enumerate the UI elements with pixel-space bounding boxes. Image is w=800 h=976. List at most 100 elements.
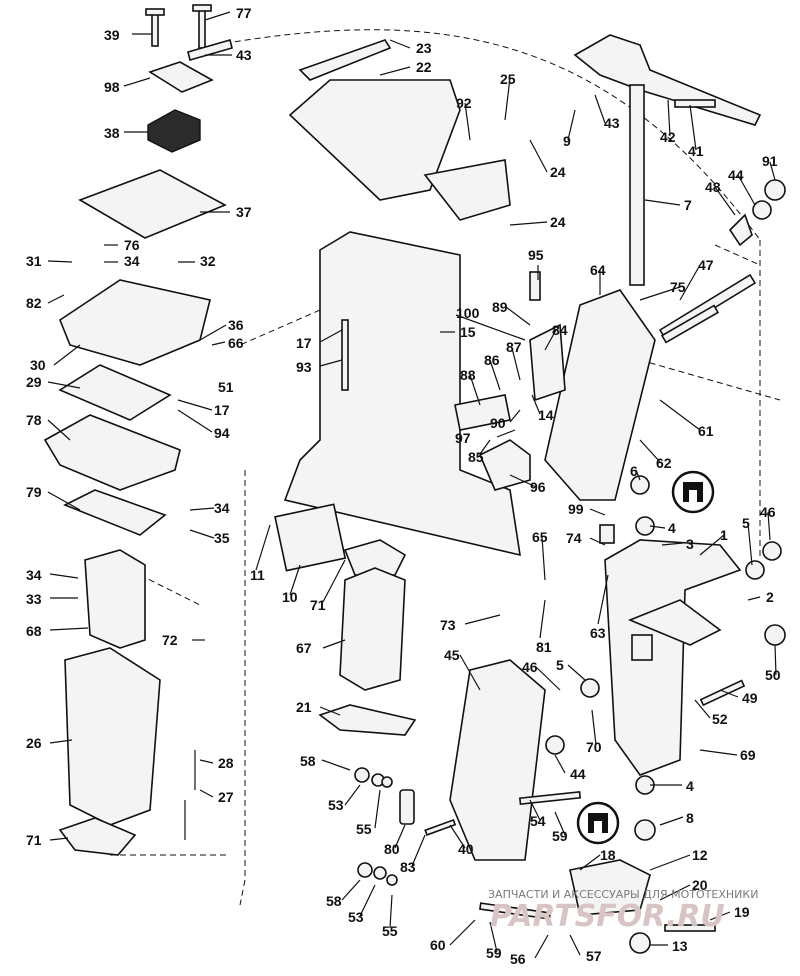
callout-19: 19 [734,904,750,920]
callout-20: 20 [692,877,708,893]
callout-28: 28 [218,755,234,771]
callout-38: 38 [104,125,120,141]
callout-91: 91 [762,153,778,169]
callout-45: 45 [444,647,460,663]
callout-32: 32 [200,253,216,269]
callout-98: 98 [104,79,120,95]
callout-17: 17 [214,402,230,418]
callout-10: 10 [282,589,298,605]
callout-18: 18 [600,847,616,863]
callout-23: 23 [416,40,432,56]
callout-75: 75 [670,279,686,295]
callout-59b: 59 [486,945,502,961]
callout-88: 88 [460,367,476,383]
callout-73: 73 [440,617,456,633]
callout-11: 11 [250,567,265,583]
callout-46: 46 [760,504,776,520]
callout-44: 44 [728,167,744,183]
callout-31: 31 [26,253,42,269]
callout-12: 12 [692,847,708,863]
callout-89: 89 [492,299,508,315]
callout-58: 58 [300,753,316,769]
callout-62: 62 [656,455,672,471]
callout-78: 78 [26,412,42,428]
callout-56: 56 [510,951,526,967]
callout-77: 77 [236,5,252,21]
callout-72: 72 [162,632,178,648]
callout-80: 80 [384,841,400,857]
callout-67: 67 [296,640,312,656]
callout-2: 2 [766,589,774,605]
callout-96: 96 [530,479,546,495]
callout-85: 85 [468,449,484,465]
callout-4b: 4 [686,778,694,794]
callout-27: 27 [218,789,234,805]
callout-15: 15 [460,324,476,340]
callout-76: 76 [124,237,140,253]
callout-5b: 5 [556,657,564,673]
callout-8: 8 [686,810,694,826]
callout-60: 60 [430,937,446,953]
callout-70: 70 [586,739,602,755]
watermark-caption: ЗАПЧАСТИ И АКСЕССУАРЫ ДЛЯ МОТОТЕХНИКИ [488,888,758,901]
callout-68: 68 [26,623,42,639]
callout-40: 40 [458,841,474,857]
callout-43b: 43 [604,115,620,131]
callout-29: 29 [26,374,42,390]
callout-54: 54 [530,813,546,829]
callout-43: 43 [236,47,252,63]
watermark-logo: PARTSFOR.RU [490,899,725,934]
callout-94: 94 [214,425,230,441]
callout-64: 64 [590,262,606,278]
callout-65: 65 [532,529,548,545]
callout-87: 87 [506,339,522,355]
callout-30: 30 [30,357,46,373]
callout-24b: 24 [550,214,566,230]
callout-59: 59 [552,828,568,844]
callout-47: 47 [698,257,714,273]
callout-63: 63 [590,625,606,641]
callout-6: 6 [630,463,638,479]
callout-25: 25 [500,71,516,87]
callout-22: 22 [416,59,432,75]
callout-53b: 53 [348,909,364,925]
callout-92: 92 [456,95,472,111]
callout-69: 69 [740,747,756,763]
watermark: ЗАПЧАСТИ И АКСЕССУАРЫ ДЛЯ МОТОТЕХНИКИ PA… [488,888,758,934]
callout-71: 71 [310,597,326,613]
callout-24: 24 [550,164,566,180]
callout-14: 14 [538,407,554,423]
callout-99: 99 [568,501,584,517]
callout-95: 95 [528,247,544,263]
callout-41: 41 [688,143,704,159]
callout-33: 33 [26,591,42,607]
callout-44b: 44 [570,766,586,782]
callout-49: 49 [742,690,758,706]
callout-86: 86 [484,352,500,368]
callout-90: 90 [490,415,506,431]
callout-labels: 39 77 43 98 38 37 31 76 34 32 8 2 30 36 6… [26,5,781,967]
callout-13: 13 [672,938,688,954]
callout-55: 55 [356,821,372,837]
callout-17b: 17 [296,335,312,351]
callout-1: 1 [720,527,728,543]
callout-57: 57 [586,948,602,964]
callout-79: 79 [26,484,42,500]
callout-34b: 34 [214,500,230,516]
callout-34: 34 [124,253,140,269]
callout-46b: 46 [522,659,538,675]
callout-36: 36 [228,317,244,333]
callout-81: 81 [536,639,552,655]
callout-58b: 58 [326,893,342,909]
callout-61: 61 [698,423,714,439]
callout-97: 97 [455,430,471,446]
callout-26: 26 [26,735,42,751]
callout-9: 9 [563,133,571,149]
leader-lines [47,11,777,959]
callout-66: 66 [228,335,244,351]
callout-42: 42 [660,129,676,145]
callout-48: 48 [705,179,721,195]
callout-37: 37 [236,204,252,220]
callout-39: 39 [104,27,120,43]
